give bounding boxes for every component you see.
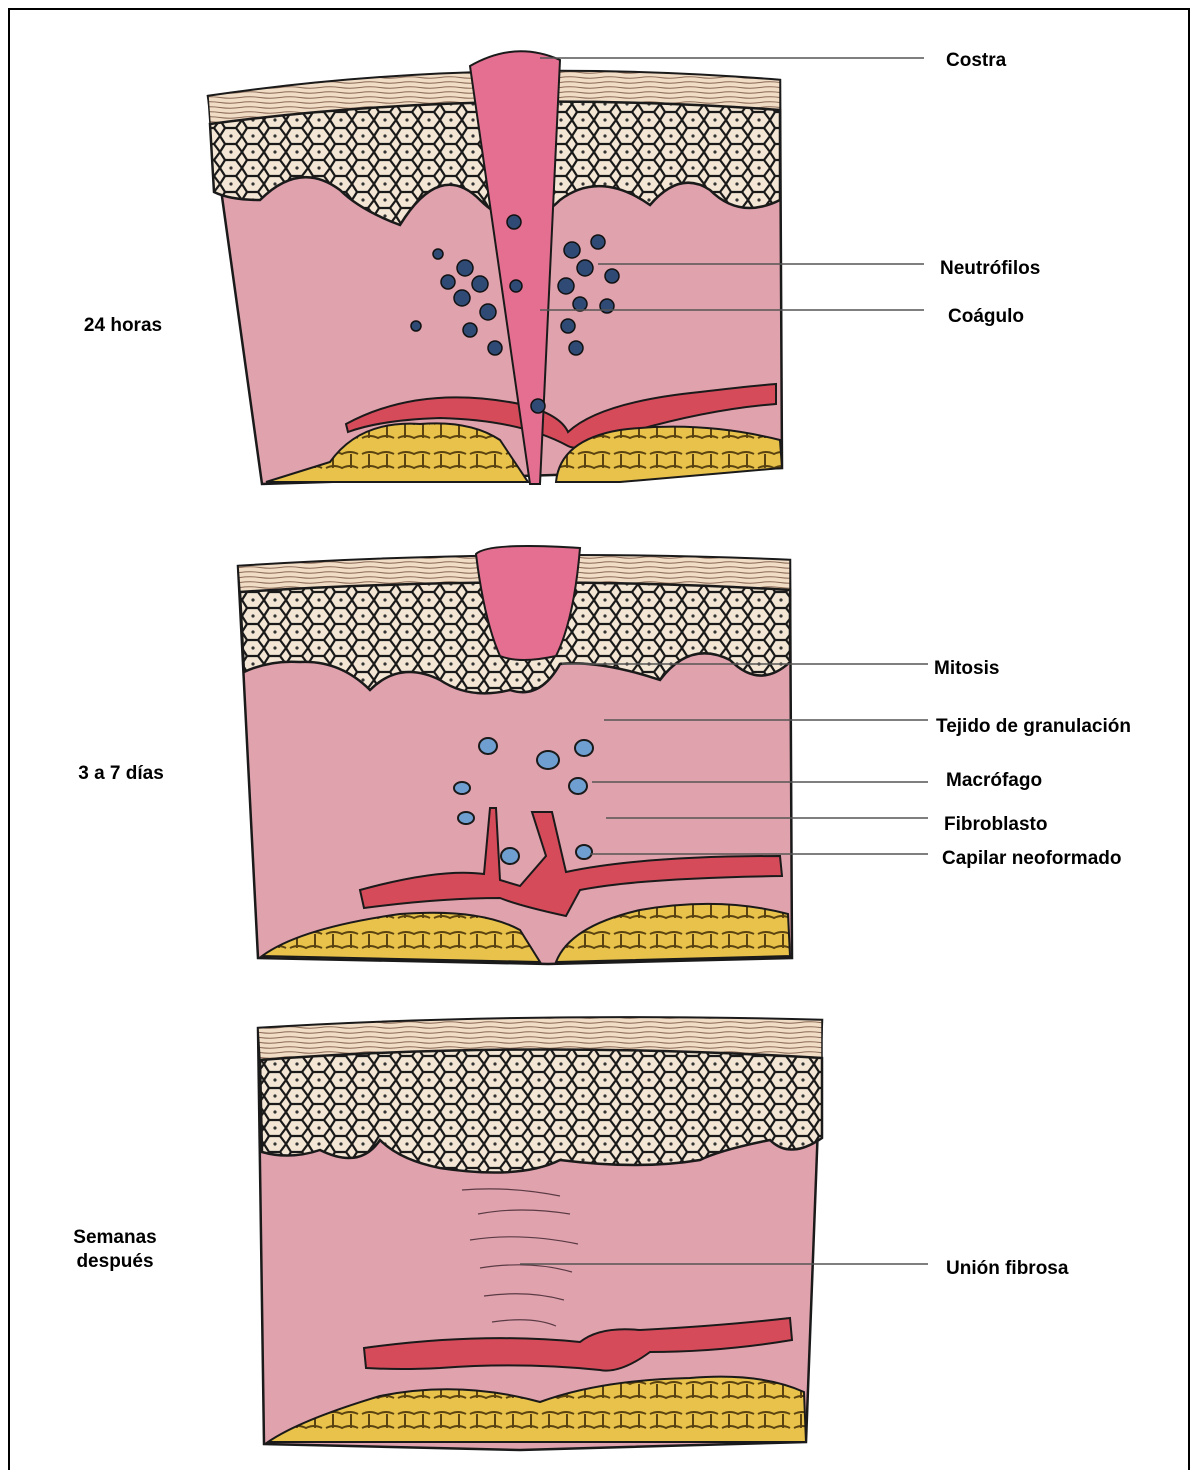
label-coagulo: Coágulo	[948, 306, 1024, 328]
stage-label-24h: 24 horas	[48, 314, 198, 338]
panel-semanas-despues	[258, 1017, 822, 1450]
label-capilar-neoformado: Capilar neoformado	[942, 848, 1121, 870]
label-tejido-granulacion: Tejido de granulación	[936, 716, 1131, 738]
label-neutrofilos: Neutrófilos	[940, 258, 1040, 280]
stage-label-3-7-dias: 3 a 7 días	[46, 762, 196, 786]
panel-3-a-7-dias	[238, 546, 792, 964]
stage-label-semanas: Semanas después	[40, 1226, 190, 1274]
label-mitosis: Mitosis	[934, 658, 999, 680]
stage-label-semanas-line1: Semanas	[73, 1227, 156, 1248]
label-fibroblasto: Fibroblasto	[944, 814, 1047, 836]
stage-label-semanas-line2: después	[76, 1251, 153, 1272]
label-macrofago: Macrófago	[946, 770, 1042, 792]
label-costra: Costra	[946, 50, 1006, 72]
panel-24-horas	[208, 51, 782, 484]
label-union-fibrosa: Unión fibrosa	[946, 1258, 1068, 1280]
